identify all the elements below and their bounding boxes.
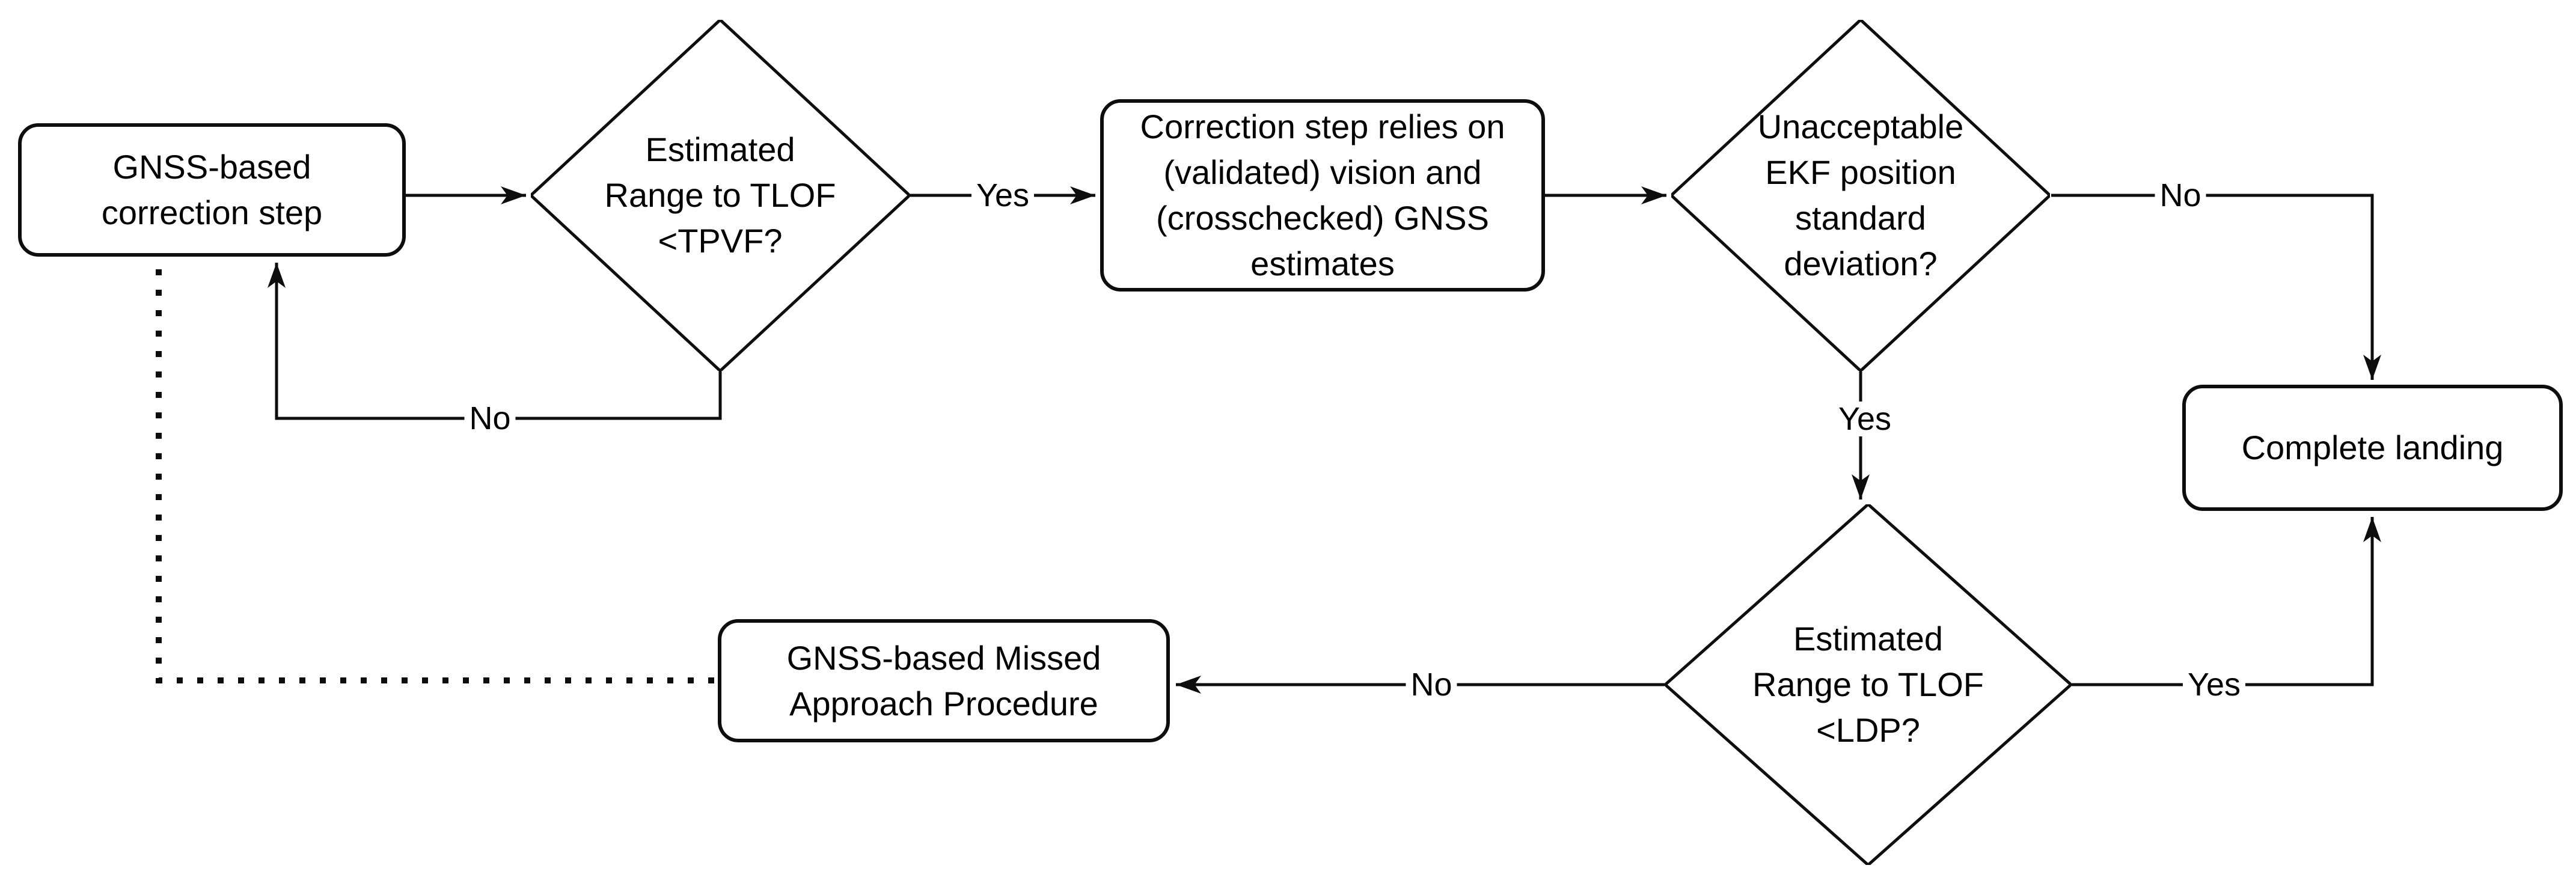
node-range-tlof-tpvf: Estimated Range to TLOF <TPVF? <box>531 20 910 371</box>
edge-label-tpvf-no: No <box>464 401 516 436</box>
edge-ldp-yes-to-landing <box>2071 517 2381 686</box>
node-ekf-stddev-label: Unacceptable EKF position standard devia… <box>1757 108 1964 283</box>
edge-label-ldp-no: No <box>1406 667 1457 702</box>
node-range-tlof-tpvf-label: Estimated Range to TLOF <TPVF? <box>604 130 836 260</box>
edge-label-ekf-yes: Yes <box>1833 402 1897 436</box>
node-correction-vision-gnss-label: Correction step relies on (validated) vi… <box>1140 108 1505 283</box>
node-range-tlof-ldp: Estimated Range to TLOF <LDP? <box>1665 504 2071 865</box>
node-ekf-stddev: Unacceptable EKF position standard devia… <box>1671 20 2050 371</box>
node-correction-vision-gnss: Correction step relies on (validated) vi… <box>1100 99 1545 292</box>
node-gnss-correction-step-label: GNSS-based correction step <box>101 148 323 231</box>
diamond-shape <box>1671 20 2050 371</box>
edge-label-ldp-yes: Yes <box>2182 667 2246 702</box>
diamond-shape <box>531 20 910 371</box>
node-complete-landing: Complete landing <box>2182 385 2563 511</box>
node-complete-landing-label: Complete landing <box>2241 429 2504 466</box>
node-gnss-correction-step: GNSS-based correction step <box>18 123 406 257</box>
node-missed-approach: GNSS-based Missed Approach Procedure <box>718 619 1170 742</box>
node-missed-approach-label: GNSS-based Missed Approach Procedure <box>786 638 1101 723</box>
edge-label-ekf-no: No <box>2155 178 2206 213</box>
edge-ekf-no-to-landing <box>2051 194 2381 380</box>
diamond-shape <box>1665 504 2071 865</box>
node-range-tlof-ldp-label: Estimated Range to TLOF <LDP? <box>1752 620 1984 749</box>
edge-missed-approach-dotted-return <box>156 269 714 683</box>
edge-label-tpvf-yes: Yes <box>971 178 1035 213</box>
